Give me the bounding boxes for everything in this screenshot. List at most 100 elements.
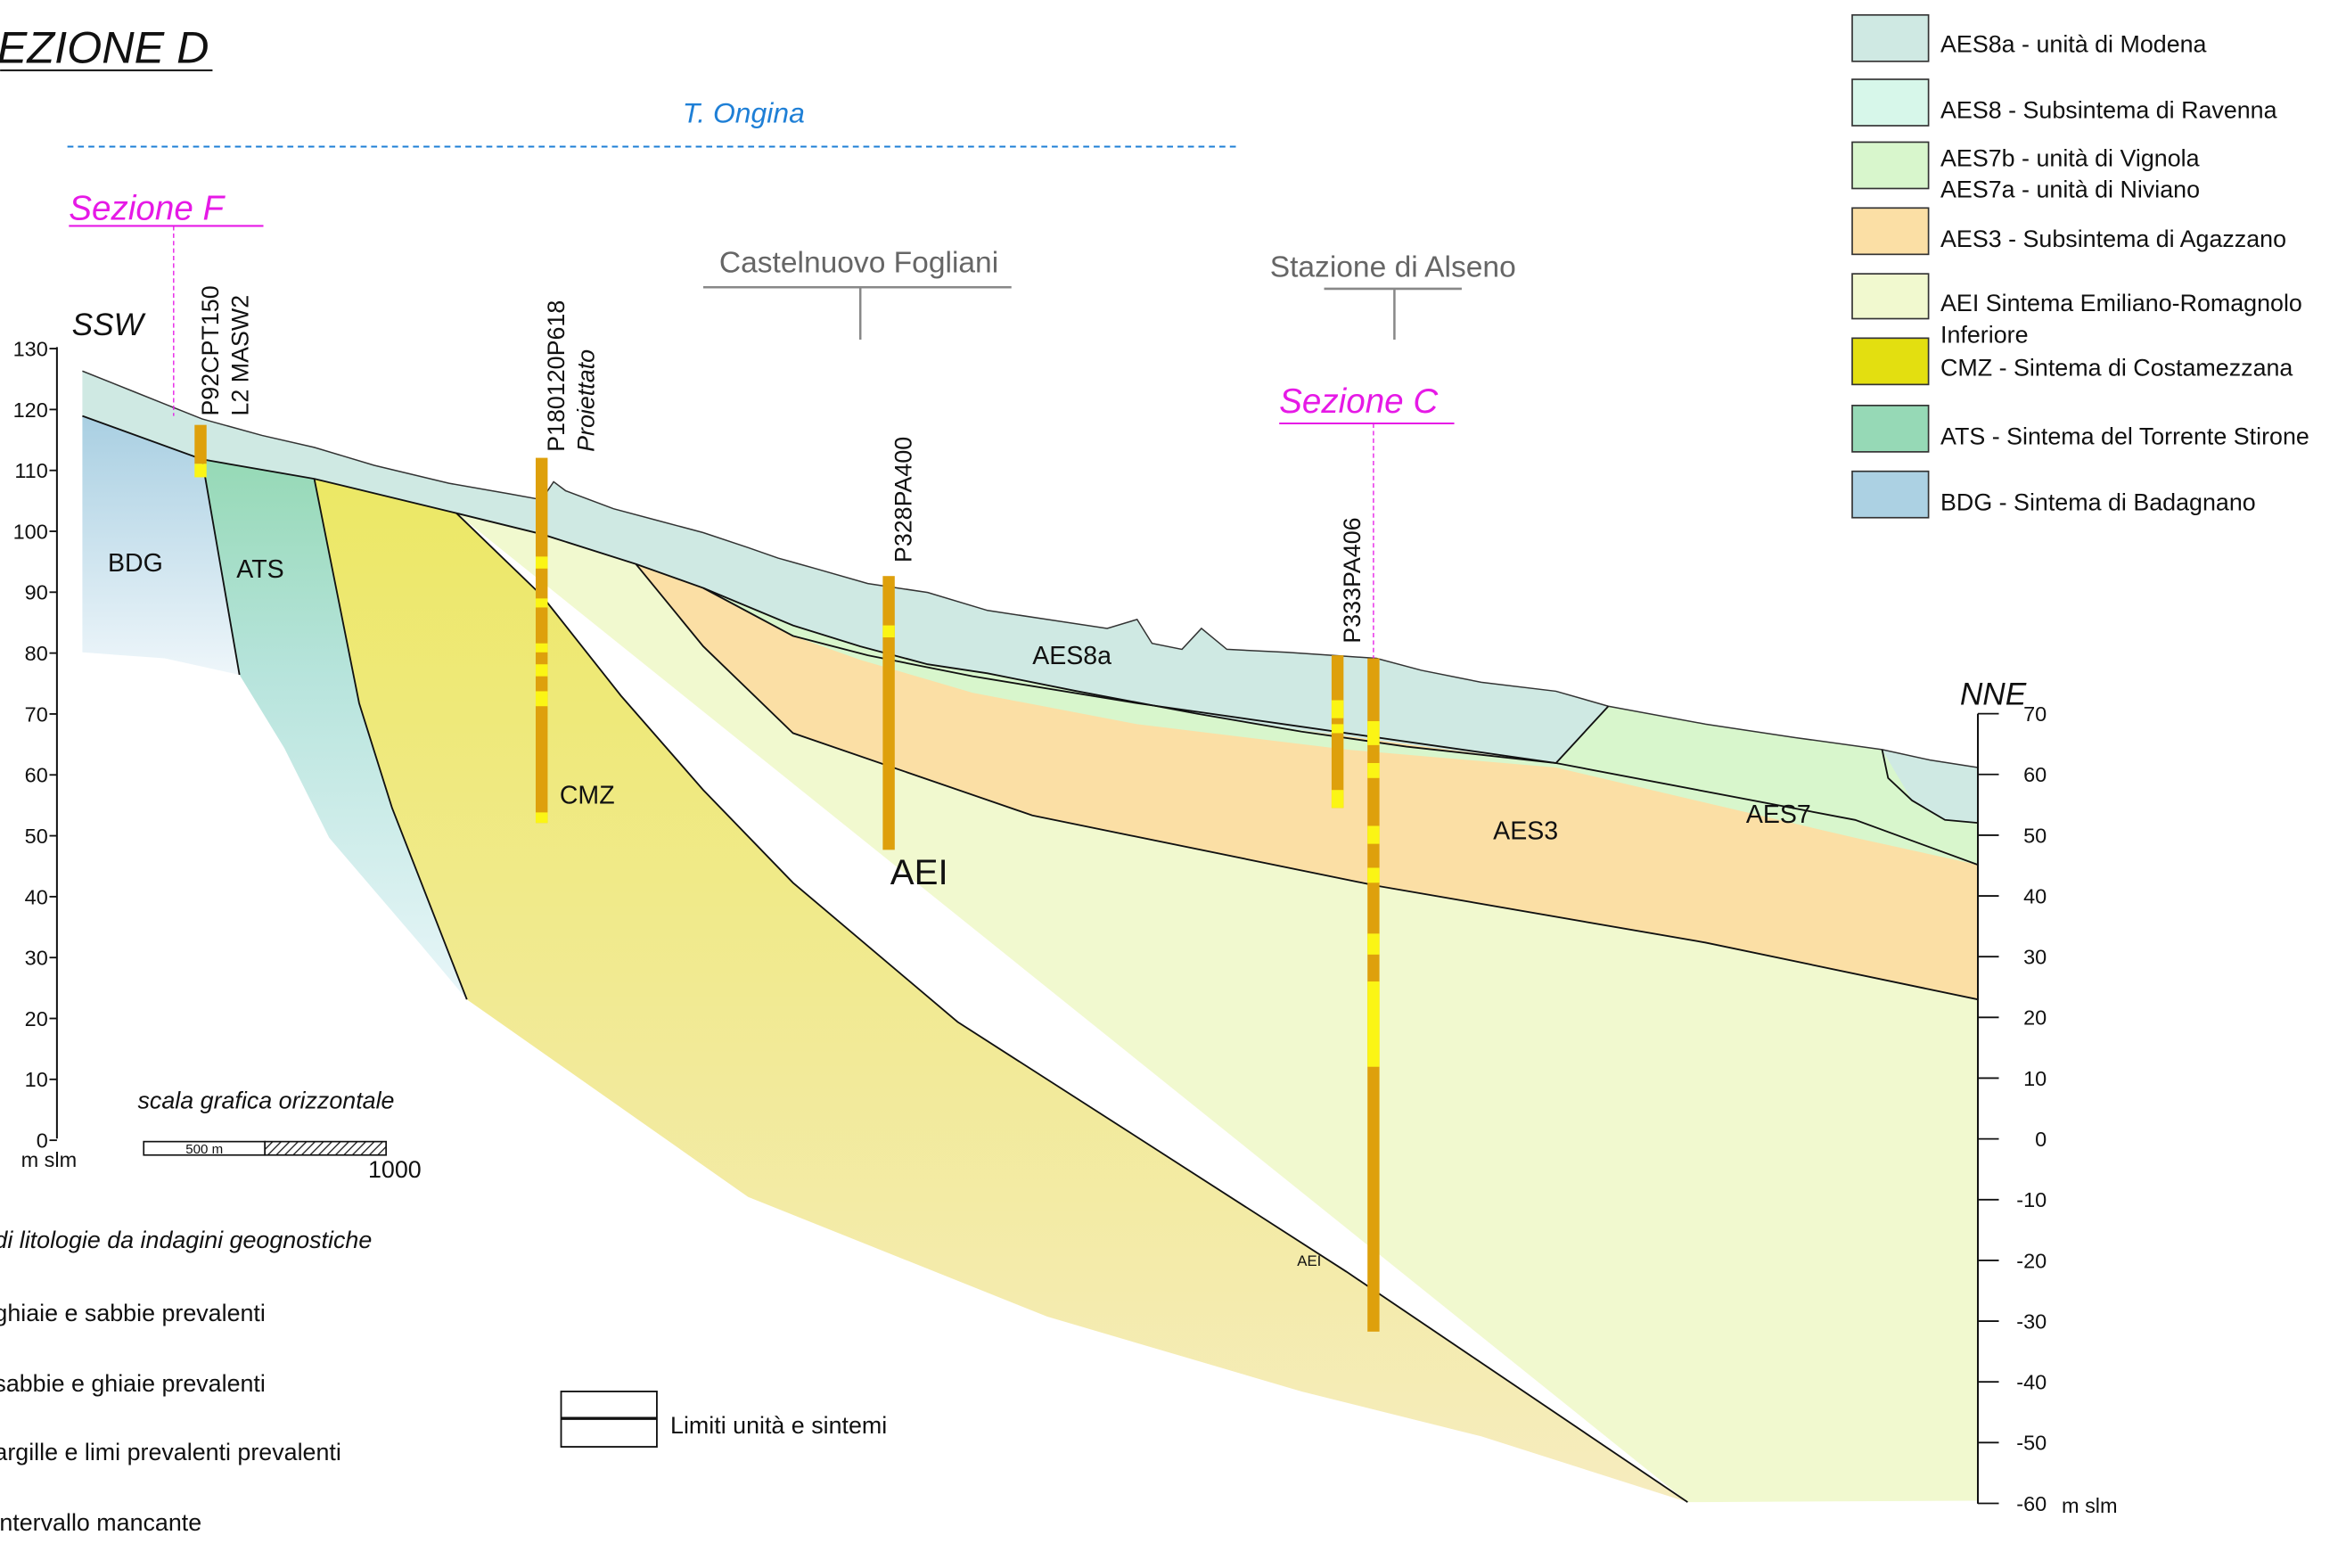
- base-aes3: [635, 563, 1979, 1001]
- borehole-band: [1367, 981, 1380, 1067]
- axis-tick-label: 50: [25, 825, 48, 848]
- axis-tick-label: 50: [2023, 824, 2047, 847]
- aes3-unit-area: [636, 563, 1978, 1000]
- legend-label-aes3: AES3 - Subsintema di Agazzano: [1940, 226, 2286, 252]
- label-aei: AEI: [890, 852, 948, 892]
- borehole-sub: Proiettato: [572, 349, 599, 452]
- geology-units: [82, 371, 1978, 1503]
- legend-label-aes7a: AES7a - unità di Niviano: [1940, 177, 2200, 203]
- axis-tick-label: -30: [2016, 1309, 2047, 1333]
- legend-swatch-aes8a: [1851, 13, 1930, 62]
- scale-bar: scala grafica orizzontale 500 m 1000: [138, 1088, 422, 1183]
- borehole-sub: L2 MASW2: [227, 295, 254, 416]
- lithology-item: sabbie e ghiaie prevalenti: [0, 1370, 266, 1397]
- legend-swatch-aes7: [1851, 141, 1930, 190]
- axis-tick-label: 10: [25, 1068, 48, 1091]
- legend-label-aei-2: Inferiore: [1940, 321, 2028, 348]
- axis-tick-label: 110: [14, 459, 47, 482]
- ats-bdg-boundary: [201, 459, 241, 676]
- borehole-band: [1367, 867, 1380, 883]
- label-cmz: CMZ: [560, 781, 615, 809]
- borehole-band: [1331, 724, 1344, 734]
- borehole-band: [535, 556, 548, 569]
- legend-label-aes8: AES8 - Subsintema di Ravenna: [1940, 97, 2277, 124]
- axis-tick-label: 40: [2023, 884, 2047, 907]
- legend-label-aes8a: AES8a - unità di Modena: [1940, 31, 2207, 58]
- label-aes7: AES7: [1746, 800, 1811, 829]
- limits-legend: Limiti unità e sintemi: [560, 1391, 887, 1448]
- lithology-item: intervallo mancante: [0, 1509, 201, 1536]
- direction-right: NNE: [1960, 677, 2027, 712]
- borehole-column: [882, 576, 895, 850]
- sezione-f-label: Sezione F: [69, 190, 226, 228]
- legend-label-ats: ATS - Sintema del Torrente Stirone: [1940, 423, 2309, 449]
- axis-tick-label: -10: [2016, 1188, 2047, 1211]
- boreholes: P92CPT150 L2 MASW2 P180120P618 Proiettat…: [194, 285, 1380, 1332]
- aes8a-right-area: [1882, 749, 1978, 824]
- borehole-band: [535, 691, 548, 707]
- unit-boundaries: [82, 370, 1979, 1503]
- direction-left: SSW: [72, 308, 147, 342]
- axis-tick-label: 70: [2023, 702, 2047, 726]
- legend-swatch-aes8: [1851, 78, 1930, 127]
- axis-tick-label: 20: [25, 1007, 48, 1030]
- legend-label-cmz: CMZ - Sintema di Costamezzana: [1940, 354, 2293, 381]
- alseno-label: Stazione di Alseno: [1270, 251, 1516, 284]
- lithology-item: ghiaie e sabbie prevalenti: [0, 1300, 266, 1326]
- base-cmz: [455, 513, 1688, 1503]
- ats-unit-area: [201, 459, 467, 1000]
- borehole-band: [1367, 763, 1380, 778]
- borehole-band: [1331, 700, 1344, 718]
- axis-tick-label: 130: [13, 337, 48, 360]
- axis-tick-label: 0: [2035, 1128, 2047, 1151]
- legend-swatch-cmz: [1851, 337, 1930, 386]
- borehole-column: [535, 457, 548, 824]
- lithology-legend: di litologie da indagini geognostiche gh…: [0, 1227, 372, 1536]
- limits-label: Limiti unità e sintemi: [670, 1412, 887, 1439]
- legend-label-bdg: BDG - Sintema di Badagnano: [1940, 488, 2256, 515]
- label-bdg: BDG: [108, 549, 163, 578]
- borehole-band: [1331, 790, 1344, 809]
- label-ats: ATS: [236, 555, 283, 584]
- axis-tick-label: -20: [2016, 1249, 2047, 1272]
- label-aei-small: AEI: [1297, 1252, 1321, 1269]
- borehole-band: [535, 812, 548, 824]
- cmz-unit-area: [314, 479, 1688, 1503]
- scale-segment-hatched: [264, 1140, 387, 1156]
- axis-tick-label: 60: [25, 764, 48, 787]
- axis-tick-label: 30: [2023, 946, 2047, 969]
- borehole-id: P333PA406: [1339, 517, 1366, 643]
- river-label: T. Ongina: [683, 97, 805, 129]
- legend-label-aei: AEI Sintema Emiliano-Romagnolo: [1940, 290, 2302, 316]
- aes8a-unit-area: [82, 371, 1609, 764]
- base-aes8a-right: [1881, 749, 1979, 825]
- label-aes8a: AES8a: [1032, 642, 1111, 670]
- axis-tick-label: -60: [2016, 1492, 2047, 1515]
- borehole-id: P92CPT150: [197, 285, 224, 415]
- axis-tick-label: 120: [13, 398, 48, 422]
- cmz-ats-boundary: [313, 478, 468, 1000]
- axis-tick-label: 30: [25, 947, 48, 970]
- bdg-unit-area: [82, 415, 240, 675]
- scale-end-label: 1000: [368, 1156, 422, 1183]
- borehole-column-light: [194, 464, 207, 478]
- topographic-surface: [82, 370, 1979, 768]
- castelnuovo-label: Castelnuovo Fogliani: [719, 246, 998, 279]
- axis-tick-label: 90: [25, 581, 48, 604]
- borehole-band: [535, 598, 548, 608]
- label-aes3: AES3: [1493, 817, 1558, 846]
- borehole-column: [194, 424, 207, 464]
- borehole-band: [535, 643, 548, 653]
- axis-tick-label: 80: [25, 642, 48, 665]
- scale-mid-label: 500 m: [185, 1142, 223, 1157]
- base-aes7: [702, 587, 1979, 866]
- borehole-band: [882, 625, 895, 638]
- borehole-band: [1367, 721, 1380, 745]
- axis-tick-label: -40: [2016, 1371, 2047, 1394]
- legend-swatch-ats: [1851, 405, 1930, 453]
- section-title: EZIONE D: [0, 21, 209, 72]
- axis-tick-label: 70: [25, 702, 48, 726]
